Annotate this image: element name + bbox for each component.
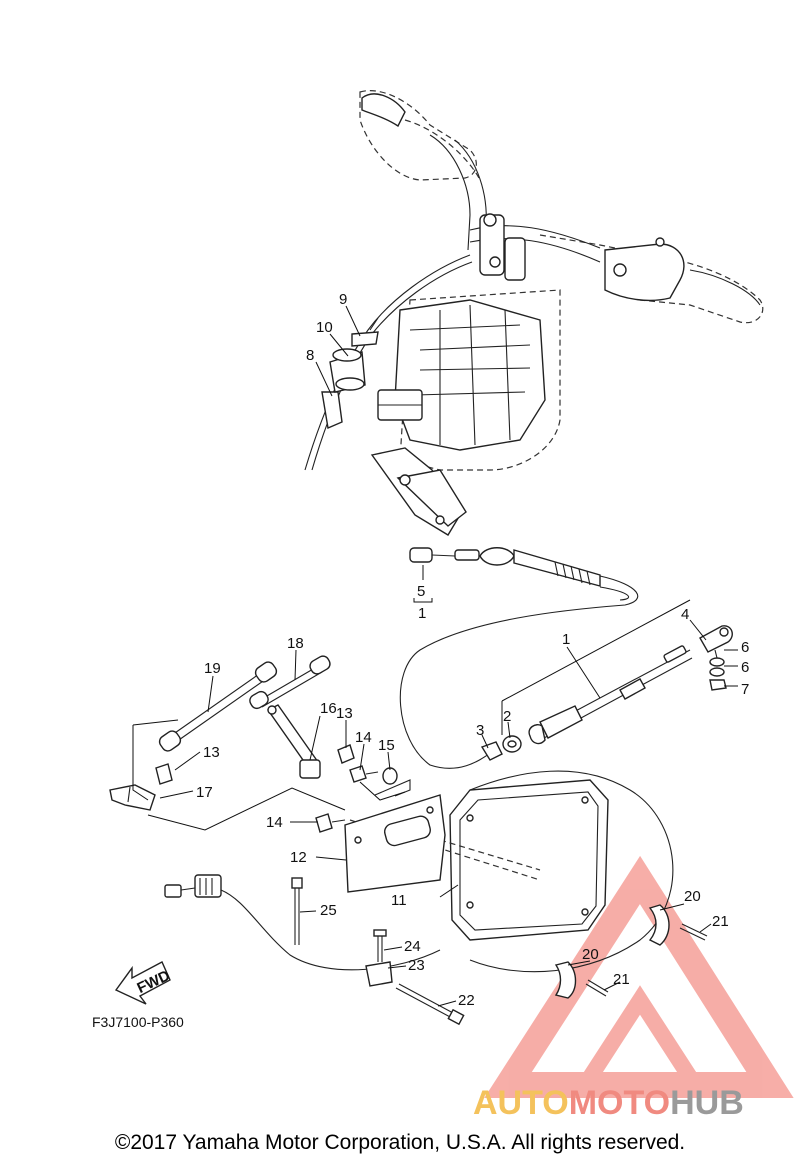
callout-labels: 1 1 2 3 4 5 6 6 7 8 9 10 11 12 13 13 14 …: [196, 291, 749, 1009]
handlebar-assembly-illustration: [359, 90, 764, 536]
control-box-illustration: [344, 770, 674, 973]
watermark-moto: MOTO: [568, 1084, 671, 1122]
fwd-arrow-icon: FWD: [114, 961, 173, 1005]
throttle-cable-upper-illustration: [304, 254, 473, 471]
callout-13-b: 13: [203, 744, 220, 761]
callout-2: 2: [503, 708, 511, 725]
watermark-text: AUTOMOTOHUB: [473, 1084, 744, 1123]
callout-19: 19: [204, 660, 221, 677]
callout-18: 18: [287, 635, 304, 652]
lever-and-bolts-illustration: [109, 655, 398, 833]
callout-5: 5: [417, 583, 425, 600]
throttle-cable-lower-illustration: [399, 547, 733, 769]
callout-14-b: 14: [266, 814, 283, 831]
callout-23: 23: [408, 957, 425, 974]
callout-20: 20: [684, 888, 701, 905]
callout-10: 10: [316, 319, 333, 336]
callout-24: 24: [404, 938, 421, 955]
callout-13: 13: [336, 705, 353, 722]
watermark-auto: AUTO: [473, 1084, 569, 1122]
clip-and-screw-illustration: [554, 904, 708, 999]
callout-11: 11: [391, 892, 407, 909]
callout-25: 25: [320, 902, 337, 919]
callout-6-b: 6: [741, 659, 749, 676]
callout-4: 4: [681, 606, 689, 623]
leader-lines: [132, 305, 738, 1007]
callout-17: 17: [196, 784, 213, 801]
callout-3: 3: [476, 722, 484, 739]
callout-9: 9: [339, 291, 347, 308]
callout-22: 22: [458, 992, 475, 1009]
callout-21: 21: [712, 913, 729, 930]
callout-6: 6: [741, 639, 749, 656]
wire-harness-illustration: [164, 874, 465, 1026]
callout-20-b: 20: [582, 946, 599, 963]
callout-16: 16: [320, 700, 337, 717]
callout-1: 1: [562, 631, 570, 648]
callout-12: 12: [290, 849, 307, 866]
callout-1-alt: 1: [418, 605, 426, 622]
copyright-footer: ©2017 Yamaha Motor Corporation, U.S.A. A…: [114, 1131, 686, 1154]
callout-8: 8: [306, 347, 314, 364]
diagram-reference-code: F3J7100-P360: [92, 1014, 184, 1030]
callout-15: 15: [378, 737, 395, 754]
callout-7: 7: [741, 681, 749, 698]
callout-21-b: 21: [613, 971, 630, 988]
watermark-hub: HUB: [670, 1084, 744, 1122]
callout-14: 14: [355, 729, 372, 746]
